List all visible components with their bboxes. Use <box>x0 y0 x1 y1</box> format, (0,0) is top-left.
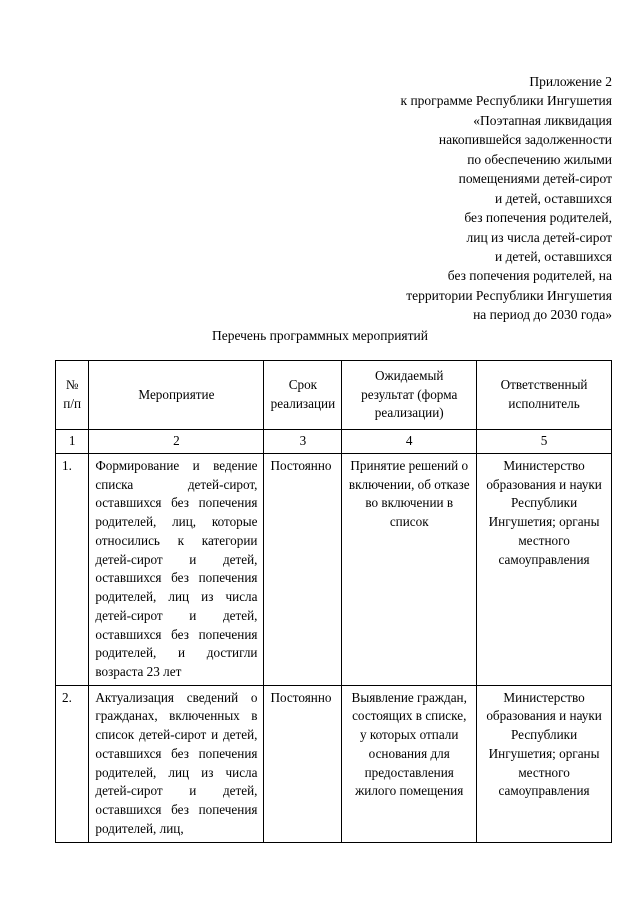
numbering-cell: 1 <box>54 429 90 454</box>
row-executor: Министерство образования и науки Республ… <box>476 452 612 686</box>
table-row: 1. Формирование и ведение списка детей-с… <box>54 452 612 686</box>
column-header-result: Ожидаемый результат (форма реализации) <box>341 359 478 431</box>
numbering-cell: 4 <box>341 429 478 454</box>
column-header-executor: Ответственный исполнитель <box>476 359 612 431</box>
column-numbering-row: 1 2 3 4 5 <box>54 429 612 454</box>
appendix-header: Приложение 2 к программе Республики Ингу… <box>400 74 612 323</box>
row-term: Постоянно <box>263 452 343 686</box>
document-title: Перечень программных мероприятий <box>212 328 428 343</box>
numbering-cell: 2 <box>88 429 265 454</box>
column-header-term: Срок реализации <box>263 359 343 431</box>
table-header-row: № п/п Мероприятие Срок реализации Ожидае… <box>54 359 612 431</box>
program-table-container: № п/п Мероприятие Срок реализации Ожидае… <box>54 359 612 843</box>
row-term: Постоянно <box>263 684 343 843</box>
numbering-cell: 3 <box>263 429 343 454</box>
row-number: 2. <box>54 684 90 843</box>
row-result: Принятие решений о включении, об отказе … <box>341 452 478 686</box>
row-activity: Формирование и ведение списка детей-сиро… <box>88 452 265 686</box>
row-result: Выявление граждан, состоящих в списке, у… <box>341 684 478 843</box>
program-measures-table: № п/п Мероприятие Срок реализации Ожидае… <box>54 359 612 843</box>
column-header-activity: Мероприятие <box>88 359 265 431</box>
row-activity: Актуализация сведений о гражданах, включ… <box>88 684 265 843</box>
row-number: 1. <box>54 452 90 686</box>
numbering-cell: 5 <box>476 429 612 454</box>
table-row: 2. Актуализация сведений о гражданах, вк… <box>54 684 612 843</box>
column-header-number: № п/п <box>54 359 90 431</box>
row-executor: Министерство образования и науки Республ… <box>476 684 612 843</box>
